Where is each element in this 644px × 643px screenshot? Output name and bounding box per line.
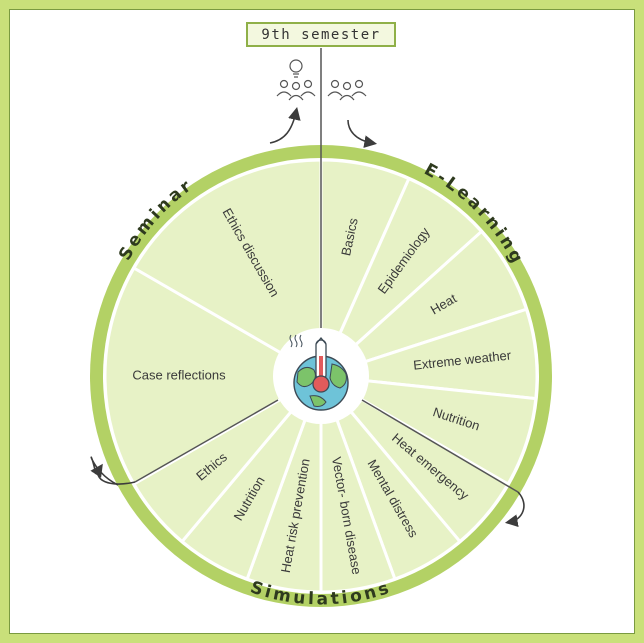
arrow-simulations-to-seminar — [90, 463, 136, 485]
right-divider — [361, 399, 519, 493]
arrow-into-seminar — [90, 456, 119, 486]
lightbulb-group-icon — [276, 59, 316, 101]
left-divider — [134, 399, 279, 483]
arrow-into-elearning — [347, 119, 378, 148]
segments — [103, 158, 539, 594]
group-icon — [327, 79, 367, 101]
semester-label: 9th semester — [246, 22, 396, 47]
inner-frame — [9, 9, 635, 634]
arrow-elearning-to-simulations — [504, 491, 525, 528]
arrow-seminar-out — [269, 107, 301, 144]
segment-label: Case reflections — [132, 367, 226, 382]
thermometer-earth-icon — [289, 334, 349, 411]
dividers — [134, 48, 519, 493]
